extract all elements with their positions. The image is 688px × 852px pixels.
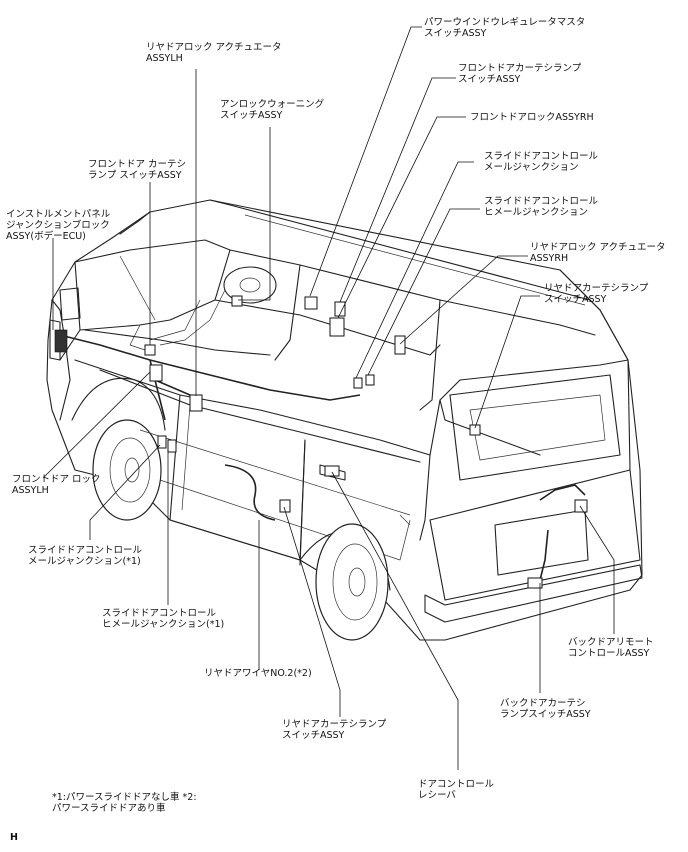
label-line: ヒメールジャンクション(*1)	[102, 619, 225, 630]
label-line: リヤドアロック アクチュエータ	[146, 42, 282, 53]
label-line: リヤドアカーテシランプ	[282, 719, 387, 730]
label-line: ランプ スイッチASSY	[88, 170, 182, 181]
label-front-lock-rh: フロントドアロックASSYRH	[470, 112, 594, 123]
label-line: パワーウインドウレギュレータマスタ	[424, 17, 586, 28]
label-rear-lock-actuator-lh: リヤドアロック アクチュエータ ASSYLH	[146, 42, 282, 64]
label-front-door-courtesy-left: フロントドア カーテシ ランプ スイッチASSY	[88, 159, 186, 181]
instrument-panel-junction-marker	[54, 329, 68, 353]
label-line: リヤドアカーテシランプ	[544, 283, 649, 294]
label-rear-lock-actuator-rh: リヤドアロック アクチュエータ ASSYRH	[530, 242, 666, 264]
label-door-control-receiver: ドアコントロール レシーバ	[418, 779, 494, 801]
back-door-remote-marker	[574, 499, 588, 513]
rear-courtesy-switch-bottom-marker	[279, 499, 291, 513]
back-door-courtesy-switch-marker	[527, 577, 543, 589]
label-power-window-master: パワーウインドウレギュレータマスタ スイッチASSY	[424, 17, 585, 39]
label-instrument-panel-junction: インストルメントパネル ジャンクションブロック ASSY(ボデーECU)	[6, 209, 110, 242]
label-line: フロントドア カーテシ	[88, 159, 187, 170]
slide-male-junction-1-marker	[157, 435, 167, 449]
label-line: スイッチASSY	[544, 294, 607, 305]
label-line: リヤドアワイヤNO.2(*2)	[204, 668, 312, 679]
label-line: スイッチASSY	[282, 730, 345, 741]
label-line: フロントドアロックASSYRH	[470, 112, 594, 123]
label-line: ASSYLH	[146, 53, 183, 64]
label-line: レシーバ	[418, 790, 456, 801]
label-line: アンロックウォーニング	[220, 99, 325, 110]
footnote-line: *1:パワースライドドアなし車 *2:	[52, 792, 197, 803]
label-line: スライドドアコントロール	[484, 151, 599, 162]
label-line: ヒメールジャンクション	[484, 207, 589, 218]
label-rear-courtesy-sw-top: リヤドアカーテシランプ スイッチASSY	[544, 283, 648, 305]
label-rear-door-wire: リヤドアワイヤNO.2(*2)	[204, 668, 312, 679]
label-line: ASSYLH	[12, 485, 49, 496]
footnote-line: パワースライドドアあり車	[52, 803, 166, 814]
label-back-door-courtesy-sw: バックドアカーテシ ランプスイッチASSY	[500, 698, 591, 720]
label-line: バックドアリモート	[568, 637, 654, 648]
front-courtesy-switch-left-marker	[144, 344, 156, 356]
label-unlock-warning-sw: アンロックウォーニング スイッチASSY	[220, 99, 324, 121]
label-line: スイッチASSY	[220, 110, 283, 121]
label-line: インストルメントパネル	[6, 209, 111, 220]
rear-lock-actuator-rh-marker	[394, 335, 406, 355]
component-markers	[54, 295, 588, 589]
label-slide-female-junction-1: スライドドアコントロール ヒメールジャンクション(*1)	[102, 608, 224, 630]
label-back-door-remote: バックドアリモート コントロールASSY	[568, 637, 654, 659]
slide-female-junction-marker	[365, 374, 375, 386]
label-line: スライドドアコントロール	[28, 545, 143, 556]
label-line: メールジャンクション	[484, 162, 579, 173]
label-line: ランプスイッチASSY	[500, 709, 591, 720]
label-line: フロントドア ロック	[12, 474, 101, 485]
van-illustration	[46, 199, 643, 641]
label-line: フロントドアカーテシランプ	[458, 63, 582, 74]
power-window-switch-marker	[304, 296, 318, 310]
front-lock-rh-marker	[329, 317, 345, 337]
label-line: ジャンクションブロック	[6, 220, 110, 231]
corner-mark: H	[10, 832, 18, 843]
unlock-warning-switch-marker	[231, 295, 243, 307]
door-control-receiver-marker	[324, 465, 340, 477]
label-line: バックドアカーテシ	[500, 698, 586, 709]
front-lock-lh-marker	[149, 364, 163, 382]
label-line: ASSY(ボデーECU)	[6, 231, 86, 242]
leader-lines	[42, 26, 615, 770]
label-line: ASSYRH	[530, 253, 569, 264]
rear-courtesy-switch-top-marker	[469, 424, 481, 436]
label-line: スライドドアコントロール	[484, 196, 599, 207]
slide-female-junction-1-marker	[167, 439, 177, 453]
label-slide-female-junction: スライドドアコントロール ヒメールジャンクション	[484, 196, 598, 218]
label-line: コントロールASSY	[568, 648, 650, 659]
wire-harnesses	[59, 334, 586, 581]
label-slide-male-junction: スライドドアコントロール メールジャンクション	[484, 151, 598, 173]
rear-lock-actuator-lh-marker	[189, 394, 203, 412]
label-line: ドアコントロール	[418, 779, 495, 790]
footnote: *1:パワースライドドアなし車 *2: パワースライドドアあり車	[52, 792, 197, 814]
slide-male-junction-marker	[353, 377, 363, 389]
label-line: リヤドアロック アクチュエータ	[530, 242, 666, 253]
label-rear-courtesy-sw-bottom: リヤドアカーテシランプ スイッチASSY	[282, 719, 386, 741]
label-line: スライドドアコントロール	[102, 608, 217, 619]
label-line: スイッチASSY	[424, 28, 487, 39]
label-line: スイッチASSY	[458, 74, 521, 85]
label-front-lock-lh: フロントドア ロック ASSYLH	[12, 474, 101, 496]
label-line: メールジャンクション(*1)	[28, 556, 141, 567]
label-front-courtesy-sw: フロントドアカーテシランプ スイッチASSY	[458, 63, 581, 85]
label-slide-male-junction-1: スライドドアコントロール メールジャンクション(*1)	[28, 545, 142, 567]
